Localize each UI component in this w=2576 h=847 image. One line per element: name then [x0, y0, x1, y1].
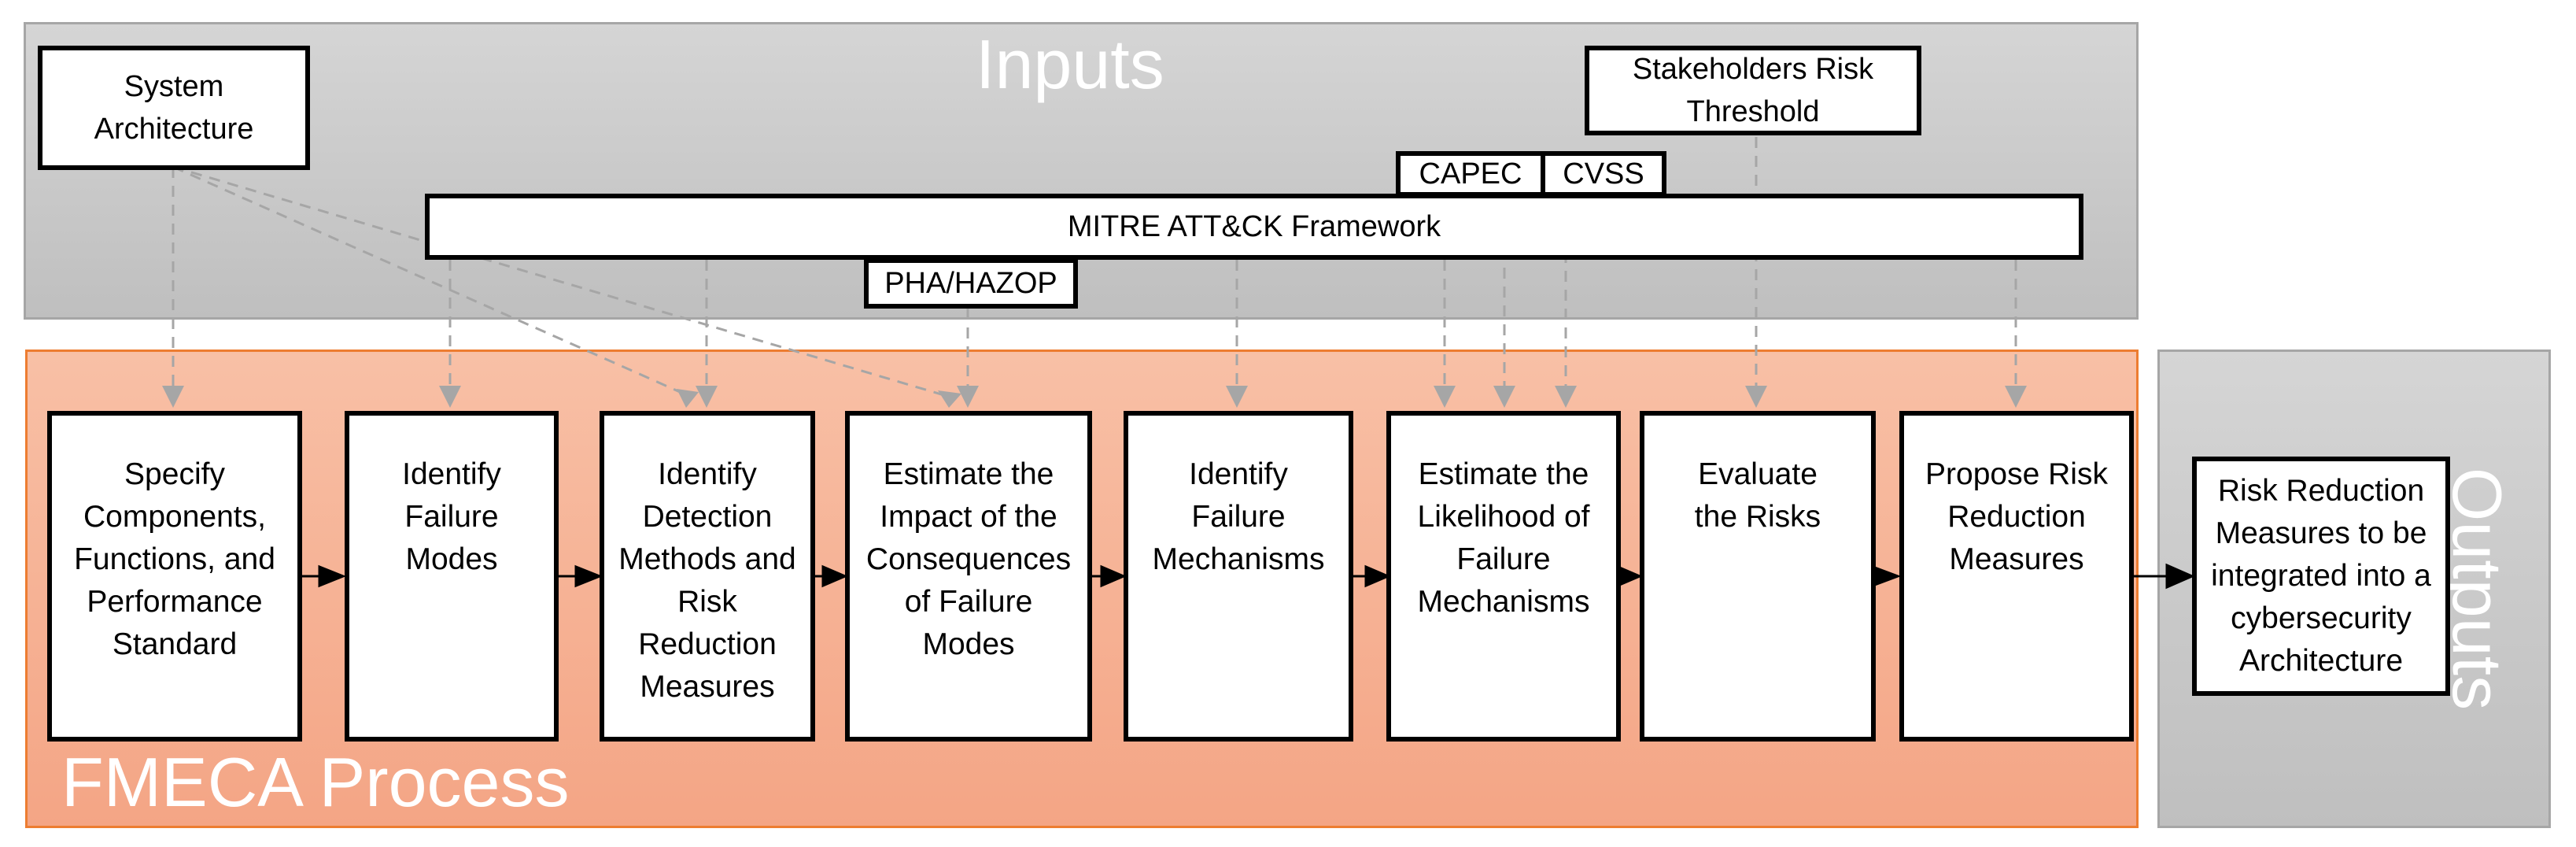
step-specify-components: Specify Components, Functions, and Perfo…	[47, 411, 302, 742]
inputs-title: Inputs	[976, 25, 1164, 103]
dashed-arrow-heads	[162, 386, 2027, 408]
arrowhead	[1434, 386, 1456, 408]
step-identify-failure-mechanisms: Identify Failure Mechanisms	[1124, 411, 1353, 742]
flow-arrowhead	[574, 564, 603, 588]
step-identify-detection-methods: Identify Detection Methods and Risk Redu…	[600, 411, 815, 742]
arrowhead	[677, 389, 699, 408]
arrowhead	[696, 386, 718, 408]
flow-arrowhead	[1364, 564, 1391, 588]
arrowhead	[1493, 386, 1515, 408]
dashed-arrow-sysarch-to-impact	[172, 165, 953, 399]
flow-arrowhead	[1871, 564, 1902, 588]
step-evaluate-risks: Evaluate the Risks	[1640, 411, 1876, 742]
dashed-input-arrows	[172, 137, 2017, 399]
stakeholders-risk-threshold-box: Stakeholders Risk Threshold	[1585, 46, 1921, 135]
cvss-box: CVSS	[1541, 151, 1666, 197]
flow-arrowhead	[2165, 563, 2195, 590]
dashed-arrow-sysarch-to-detection	[172, 165, 693, 399]
flow-arrowhead	[318, 564, 347, 588]
step-propose-risk-reduction: Propose Risk Reduction Measures	[1899, 411, 2134, 742]
fmeca-process-title: FMECA Process	[61, 743, 570, 821]
process-flow-arrows	[299, 563, 2195, 590]
mitre-attack-framework-box: MITRE ATT&CK Framework	[425, 194, 2083, 260]
flow-arrowhead	[1616, 564, 1643, 588]
arrowhead	[439, 386, 461, 408]
step-identify-failure-modes: Identify Failure Modes	[345, 411, 559, 742]
arrowhead	[957, 386, 979, 408]
arrowhead	[1745, 386, 1767, 408]
pha-hazop-box: PHA/HAZOP	[864, 258, 1078, 309]
arrowhead	[2005, 386, 2027, 408]
system-architecture-box: System Architecture	[38, 46, 310, 170]
flow-arrowhead	[1100, 564, 1127, 588]
capec-box: CAPEC	[1396, 151, 1545, 197]
arrowhead	[1555, 386, 1577, 408]
output-risk-reduction-measures: Risk Reduction Measures to be integrated…	[2192, 457, 2450, 696]
arrowhead	[162, 386, 184, 408]
arrowhead	[938, 390, 961, 408]
flow-arrowhead	[821, 564, 848, 588]
arrowhead	[1226, 386, 1248, 408]
step-estimate-likelihood: Estimate the Likelihood of Failure Mecha…	[1386, 411, 1621, 742]
step-estimate-impact: Estimate the Impact of the Consequences …	[845, 411, 1092, 742]
